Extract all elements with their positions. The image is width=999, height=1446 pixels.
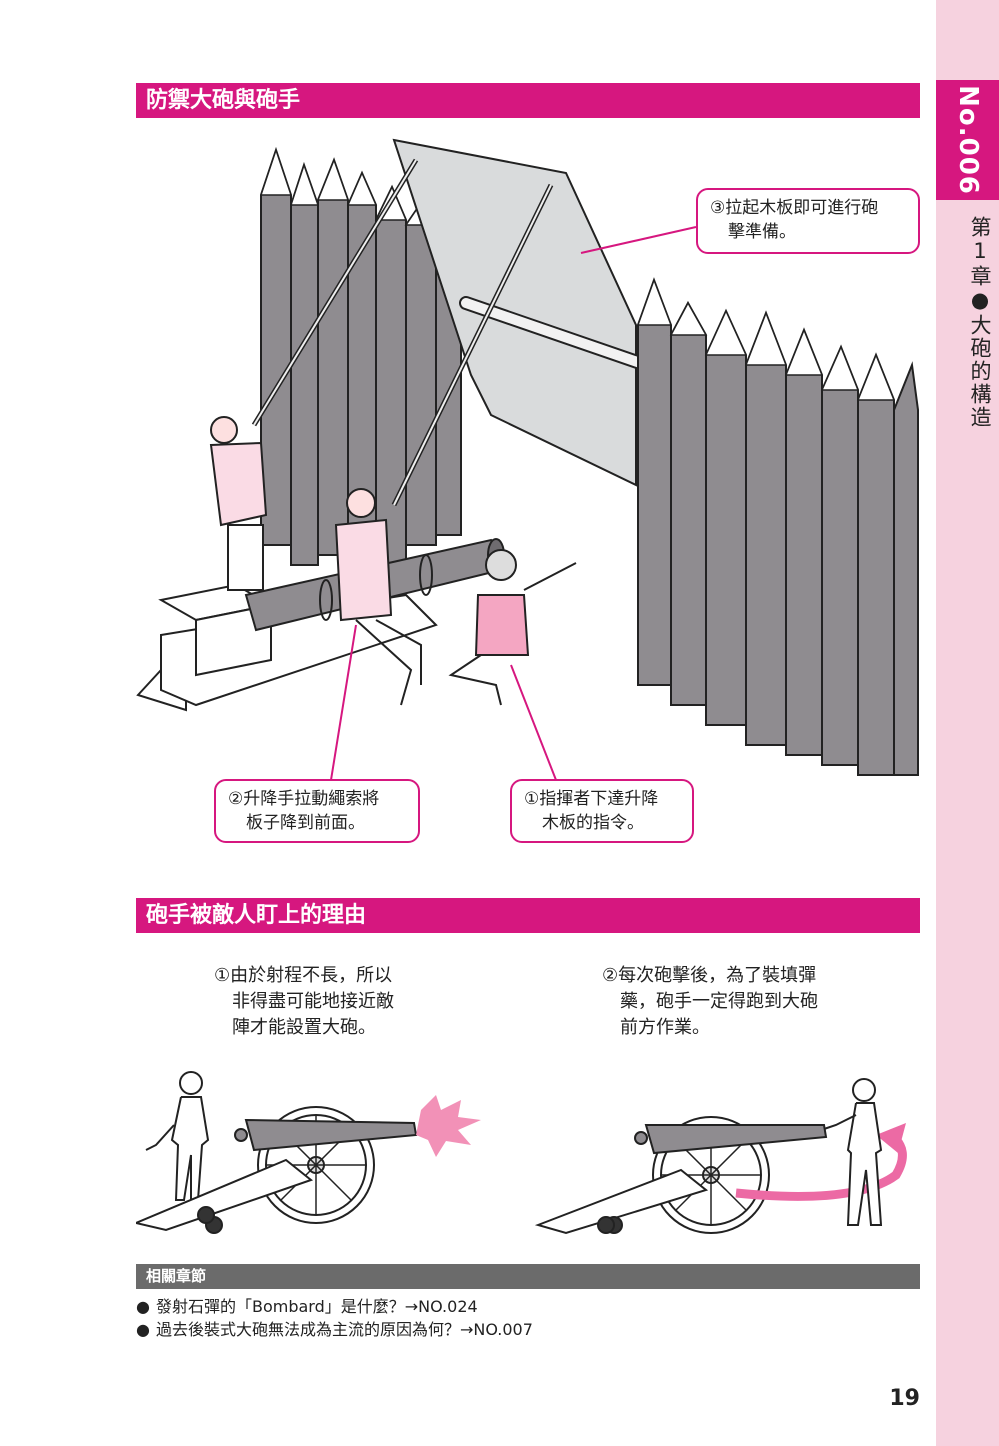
callout-raise-board: ③拉起木板即可進行砲 擊準備。 [696, 188, 920, 254]
related-chapters-list: 發射石彈的「Bombard」是什麼？→NO.024 過去後裝式大砲無法成為主流的… [136, 1295, 920, 1341]
callout-line: 板子降到前面。 [246, 813, 365, 833]
soldier-left [209, 416, 268, 591]
reason-reload-in-front: ②每次砲擊後，為了裝填彈 藥，砲手一定得跑到大砲 前方作業。 [602, 963, 892, 1041]
callout-line: 擊準備。 [728, 222, 796, 242]
commander [448, 549, 577, 706]
article-number: No.006 [952, 85, 983, 195]
defense-cannon-illustration [136, 138, 919, 781]
reason-line: ①由於射程不長，所以 [214, 965, 393, 986]
right-palisade [637, 277, 919, 776]
related-item[interactable]: 過去後裝式大砲無法成為主流的原因為何？→NO.007 [136, 1318, 920, 1341]
callout-commander-order: ①指揮者下達升降 木板的指令。 [510, 779, 694, 843]
muzzle-flash [416, 1095, 481, 1157]
reason-line: ②每次砲擊後，為了裝填彈 [602, 965, 817, 986]
gunner-standing-figure [145, 1071, 210, 1201]
run-arrow [735, 1131, 907, 1201]
reason-short-range: ①由於射程不長，所以 非得盡可能地接近敵 陣才能設置大砲。 [214, 963, 454, 1041]
chapter-title: 第1章●大砲的構造 [968, 215, 992, 429]
reason-line: 陣才能設置大砲。 [232, 1017, 376, 1038]
gunner-reloading-figure [823, 1078, 883, 1226]
gunner-illustrations [136, 1071, 907, 1235]
callout-line: ②升降手拉動繩索將 [228, 789, 380, 809]
article-number-tab: No.006 [936, 80, 999, 200]
soldier-middle [334, 488, 422, 706]
reason-line: 藥，砲手一定得跑到大砲 [620, 991, 818, 1012]
section-title-gunner-target: 砲手被敵人盯上的理由 [136, 898, 920, 933]
cannon-right [534, 1116, 828, 1235]
related-chapters-heading: 相關章節 [136, 1264, 920, 1289]
related-item[interactable]: 發射石彈的「Bombard」是什麼？→NO.024 [136, 1295, 920, 1318]
callout-line: ③拉起木板即可進行砲 [710, 198, 879, 218]
callout-line: ①指揮者下達升降 [524, 789, 659, 809]
page-number: 19 [889, 1386, 920, 1411]
cannon-left [136, 1106, 418, 1234]
left-palisade [260, 146, 462, 576]
reason-line: 前方作業。 [620, 1017, 710, 1038]
reason-line: 非得盡可能地接近敵 [232, 991, 394, 1012]
chapter-side-tab [936, 0, 999, 1446]
callout-line: 木板的指令。 [542, 813, 644, 833]
callout-lower-board: ②升降手拉動繩索將 板子降到前面。 [214, 779, 420, 843]
section-title-defense: 防禦大砲與砲手 [136, 83, 920, 118]
cannon-carriage [136, 583, 438, 712]
